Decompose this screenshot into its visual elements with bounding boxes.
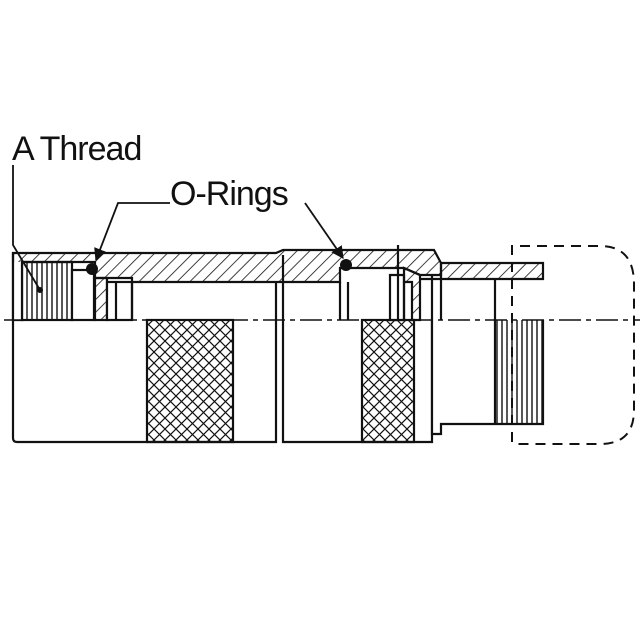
a-thread-region [20, 260, 74, 322]
callouts [12, 165, 344, 293]
inner-sleeve-2 [93, 276, 109, 322]
inner-sleeve-1 [70, 268, 96, 322]
knurl-band-right [360, 318, 416, 444]
a-thread-leader-dot [37, 287, 43, 293]
rear-body-section [439, 261, 545, 281]
inner-sleeve-3 [105, 280, 134, 322]
coupling-nut-section [11, 248, 443, 322]
exterior-half [11, 318, 545, 444]
rear-thread-knurl [495, 320, 543, 424]
a-thread-leader [12, 165, 41, 291]
coupling-nut-exterior [11, 320, 278, 444]
section-half [11, 245, 545, 322]
o-rings-leader-right [304, 202, 344, 260]
a-thread-label: A Thread [12, 130, 141, 168]
o-ring-left [86, 263, 98, 275]
dust-cap-outline [511, 245, 635, 445]
o-rings-label: O-Rings [170, 175, 288, 213]
o-ring-right [340, 259, 352, 271]
o-rings-leader-left [94, 202, 170, 262]
knurl-band-left [145, 318, 235, 444]
right-insert-section [402, 266, 422, 322]
center-cavity [130, 282, 278, 320]
